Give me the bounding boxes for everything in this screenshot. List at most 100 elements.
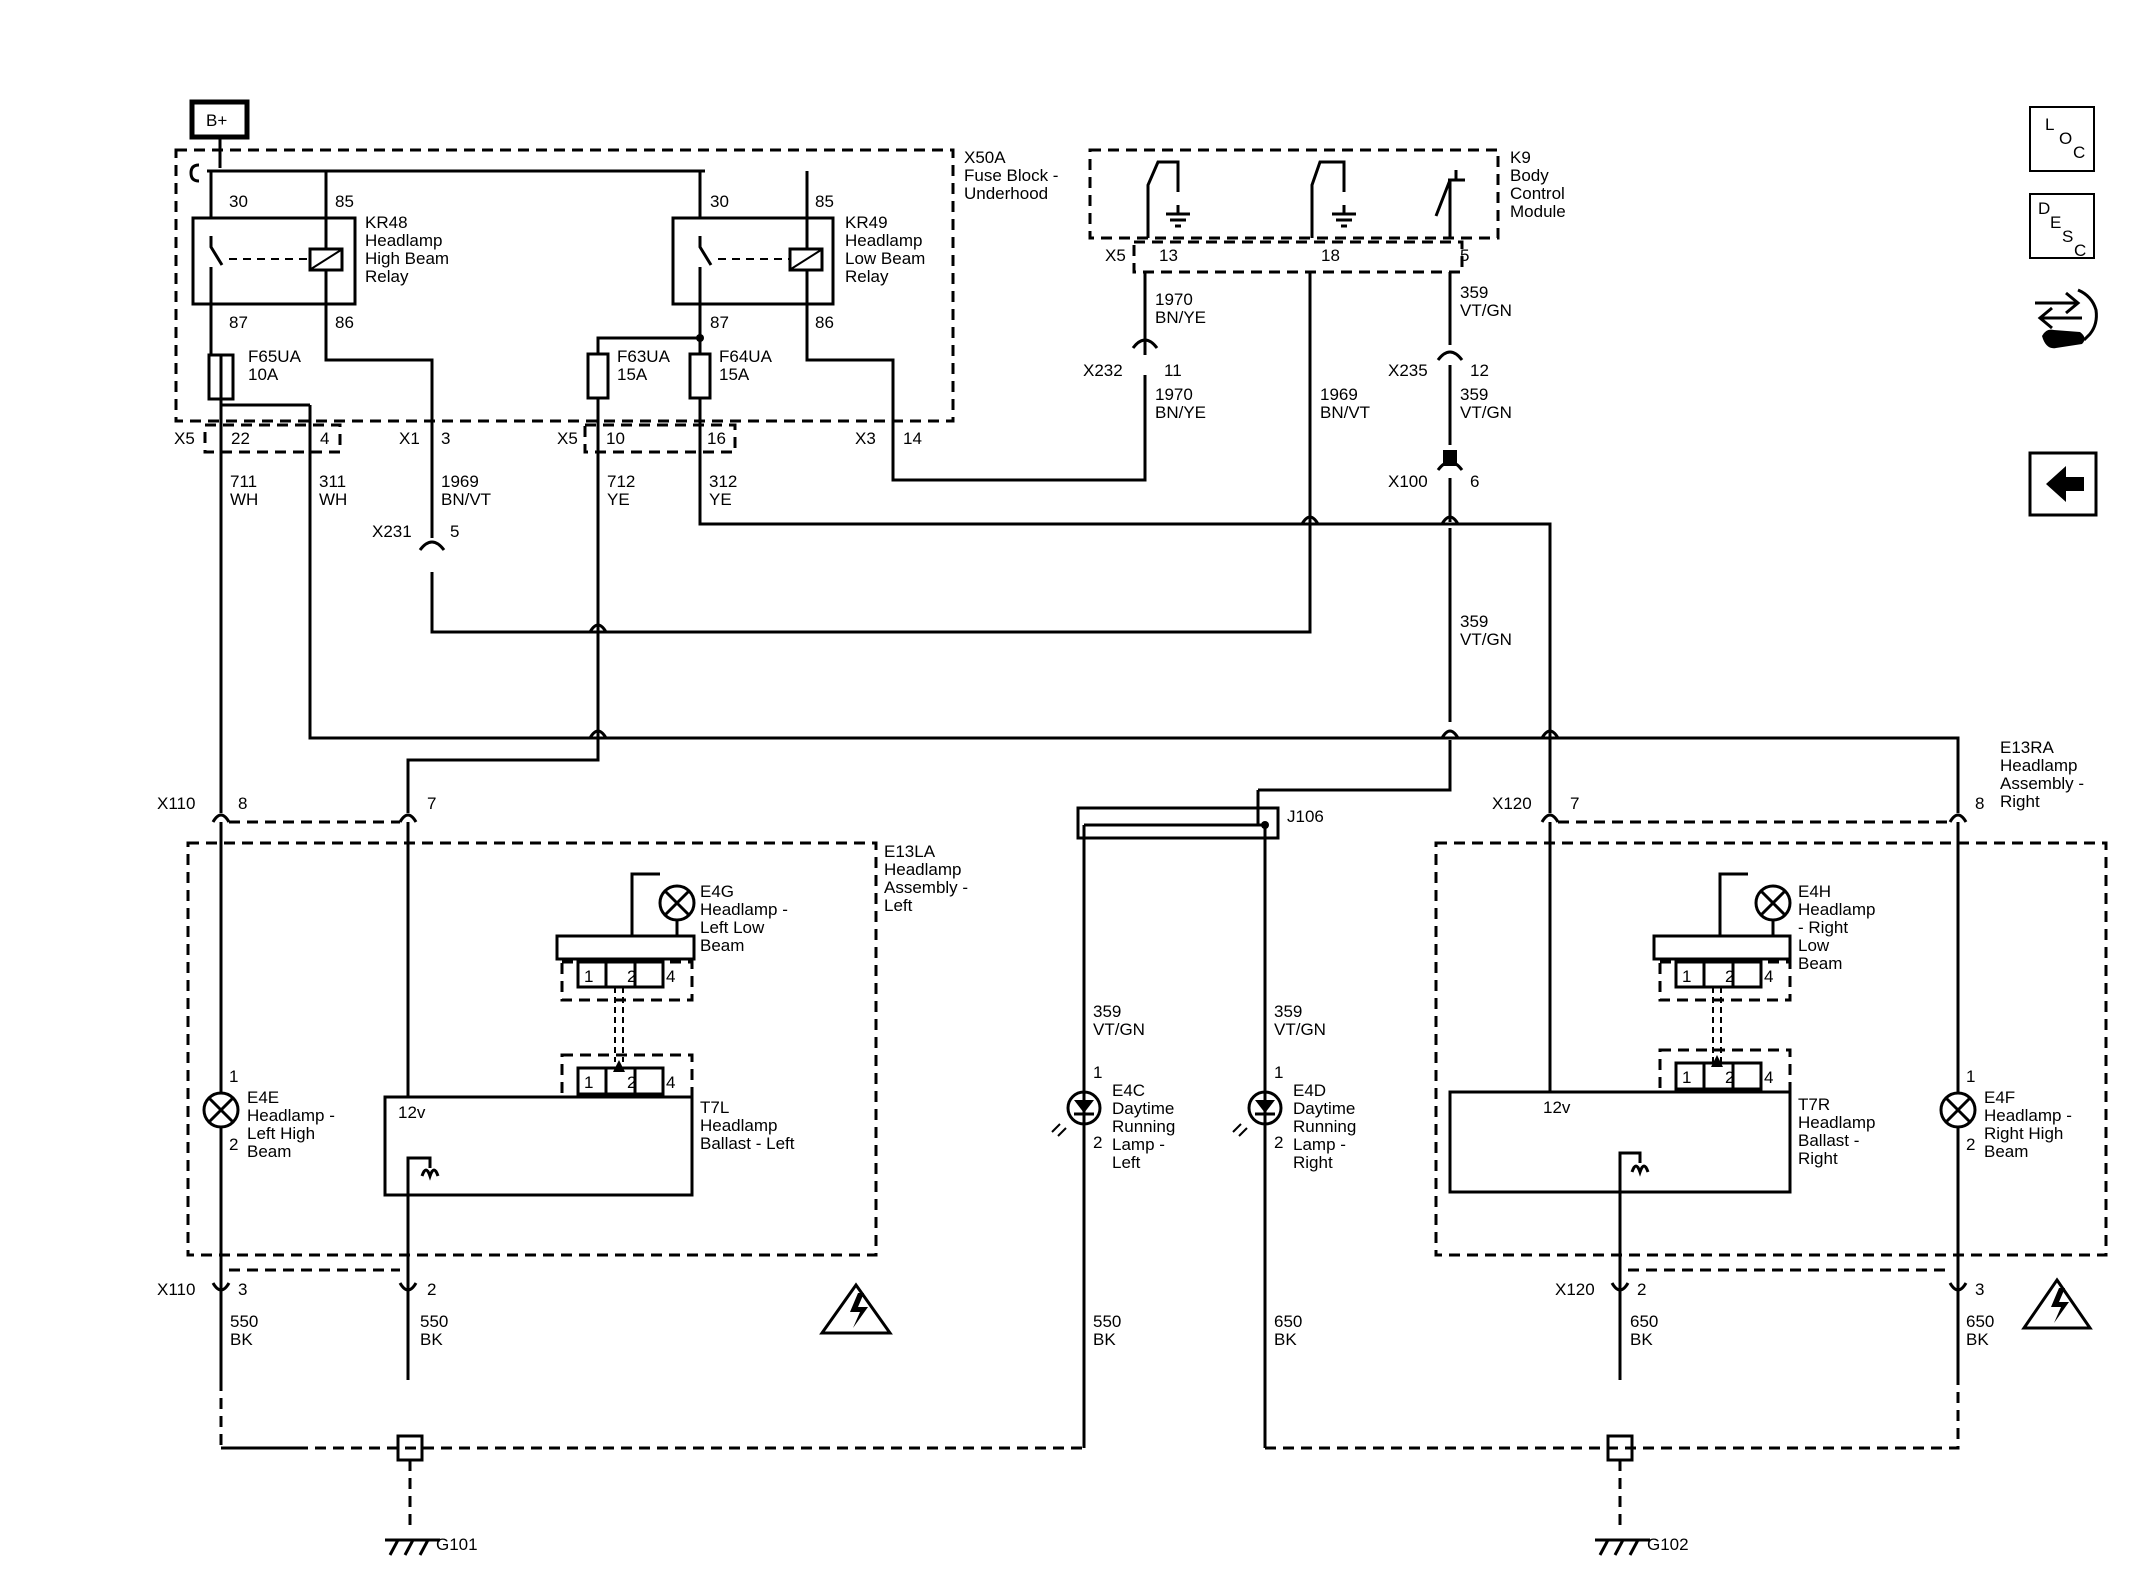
svg-text:Left High: Left High bbox=[247, 1124, 315, 1143]
wire-359-vt-gn bbox=[1258, 272, 1452, 792]
svg-text:Headlamp -: Headlamp - bbox=[700, 900, 788, 919]
svg-text:12v: 12v bbox=[1543, 1098, 1571, 1117]
svg-text:11: 11 bbox=[1164, 361, 1182, 380]
svg-text:1: 1 bbox=[1093, 1063, 1102, 1082]
svg-text:Control: Control bbox=[1510, 184, 1565, 203]
ground-bus-left bbox=[219, 1380, 1084, 1450]
svg-text:4: 4 bbox=[1764, 967, 1773, 986]
svg-text:86: 86 bbox=[335, 313, 354, 332]
svg-text:Right: Right bbox=[1293, 1153, 1333, 1172]
svg-text:Lamp -: Lamp - bbox=[1293, 1135, 1346, 1154]
svg-text:Right: Right bbox=[1798, 1149, 1838, 1168]
svg-text:5: 5 bbox=[450, 522, 459, 541]
svg-text:F64UA: F64UA bbox=[719, 347, 773, 366]
svg-text:Underhood: Underhood bbox=[964, 184, 1048, 203]
svg-text:2: 2 bbox=[1093, 1133, 1102, 1152]
svg-text:X1: X1 bbox=[399, 429, 420, 448]
svg-text:Body: Body bbox=[1510, 166, 1549, 185]
svg-text:6: 6 bbox=[1470, 472, 1479, 491]
svg-text:1: 1 bbox=[1682, 967, 1691, 986]
svg-text:Left: Left bbox=[884, 896, 913, 915]
svg-text:Headlamp: Headlamp bbox=[1798, 1113, 1876, 1132]
svg-text:VT/GN: VT/GN bbox=[1460, 301, 1512, 320]
svg-text:Ballast -: Ballast - bbox=[1798, 1131, 1859, 1150]
loc-button[interactable]: L O C bbox=[2029, 106, 2095, 172]
svg-text:E13LA: E13LA bbox=[884, 842, 936, 861]
connector-x100: X100 6 bbox=[1388, 450, 1479, 491]
svg-text:650: 650 bbox=[1274, 1312, 1302, 1331]
svg-text:Fuse Block -: Fuse Block - bbox=[964, 166, 1058, 185]
svg-text:X231: X231 bbox=[372, 522, 412, 541]
svg-text:L: L bbox=[2045, 115, 2054, 134]
wire-1969-bn-vt-bcm bbox=[430, 538, 1312, 634]
ground-bus-right bbox=[1265, 1380, 1960, 1450]
diagnostic-tool-icon[interactable] bbox=[2035, 288, 2098, 349]
desc-button[interactable]: D E S C bbox=[2029, 193, 2095, 260]
relay-kr48: 30 85 87 86 KR48 Headlamp High Beam Rela… bbox=[191, 171, 449, 332]
svg-text:Headlamp: Headlamp bbox=[845, 231, 923, 250]
svg-text:X5: X5 bbox=[174, 429, 195, 448]
svg-text:- Right: - Right bbox=[1798, 918, 1848, 937]
svg-text:X235: X235 bbox=[1388, 361, 1428, 380]
back-button[interactable] bbox=[2028, 451, 2098, 517]
svg-text:E4G: E4G bbox=[700, 882, 734, 901]
svg-text:X5: X5 bbox=[557, 429, 578, 448]
svg-text:Low Beam: Low Beam bbox=[845, 249, 925, 268]
svg-text:Headlamp: Headlamp bbox=[2000, 756, 2078, 775]
svg-text:K9: K9 bbox=[1510, 148, 1531, 167]
svg-text:550: 550 bbox=[420, 1312, 448, 1331]
svg-text:12: 12 bbox=[1470, 361, 1489, 380]
svg-text:YE: YE bbox=[709, 490, 732, 509]
svg-text:E4F: E4F bbox=[1984, 1088, 2015, 1107]
svg-text:Running: Running bbox=[1112, 1117, 1175, 1136]
svg-text:BK: BK bbox=[1630, 1330, 1653, 1349]
svg-text:1969: 1969 bbox=[441, 472, 479, 491]
relay-kr49: 30 85 87 86 KR49 Headlamp Low Beam Relay bbox=[671, 171, 925, 332]
svg-text:Relay: Relay bbox=[365, 267, 409, 286]
svg-text:Left Low: Left Low bbox=[700, 918, 765, 937]
svg-text:C: C bbox=[2073, 143, 2085, 162]
svg-text:X120: X120 bbox=[1492, 794, 1532, 813]
svg-text:13: 13 bbox=[1159, 246, 1178, 265]
svg-text:VT/GN: VT/GN bbox=[1093, 1020, 1145, 1039]
connector-x235: X235 12 bbox=[1388, 350, 1489, 380]
svg-text:85: 85 bbox=[335, 192, 354, 211]
svg-text:BK: BK bbox=[1093, 1330, 1116, 1349]
drl-lamp-e4c: 1 2 E4C Daytime Running Lamp - Left bbox=[1051, 1063, 1175, 1172]
svg-text:85: 85 bbox=[815, 192, 834, 211]
svg-text:312: 312 bbox=[709, 472, 737, 491]
connector-x3: X3 14 bbox=[855, 429, 922, 448]
svg-text:BN/YE: BN/YE bbox=[1155, 308, 1206, 327]
svg-text:Ballast - Left: Ballast - Left bbox=[700, 1134, 795, 1153]
svg-text:30: 30 bbox=[710, 192, 729, 211]
connector-x5-left: X5 22 4 bbox=[174, 423, 342, 454]
svg-text:7: 7 bbox=[1570, 794, 1579, 813]
svg-text:B+: B+ bbox=[206, 111, 227, 130]
svg-text:High Beam: High Beam bbox=[365, 249, 449, 268]
svg-text:1: 1 bbox=[584, 967, 593, 986]
svg-text:1970: 1970 bbox=[1155, 290, 1193, 309]
svg-text:J106: J106 bbox=[1287, 807, 1324, 826]
connector-x1: X1 3 bbox=[399, 429, 450, 448]
low-beam-lamp-e4h: 1 2 4 E4H Headlamp - Right Low Beam bbox=[1652, 872, 1876, 1062]
svg-text:VT/GN: VT/GN bbox=[1274, 1020, 1326, 1039]
svg-text:2: 2 bbox=[427, 1280, 436, 1299]
wire-712-ye bbox=[406, 421, 600, 813]
svg-text:BK: BK bbox=[230, 1330, 253, 1349]
svg-text:G102: G102 bbox=[1647, 1535, 1689, 1554]
svg-text:1970: 1970 bbox=[1155, 385, 1193, 404]
svg-text:4: 4 bbox=[1764, 1068, 1773, 1087]
wire-311-wh bbox=[308, 405, 1960, 813]
svg-text:359: 359 bbox=[1093, 1002, 1121, 1021]
svg-text:14: 14 bbox=[903, 429, 922, 448]
svg-text:X100: X100 bbox=[1388, 472, 1428, 491]
svg-text:BK: BK bbox=[1966, 1330, 1989, 1349]
